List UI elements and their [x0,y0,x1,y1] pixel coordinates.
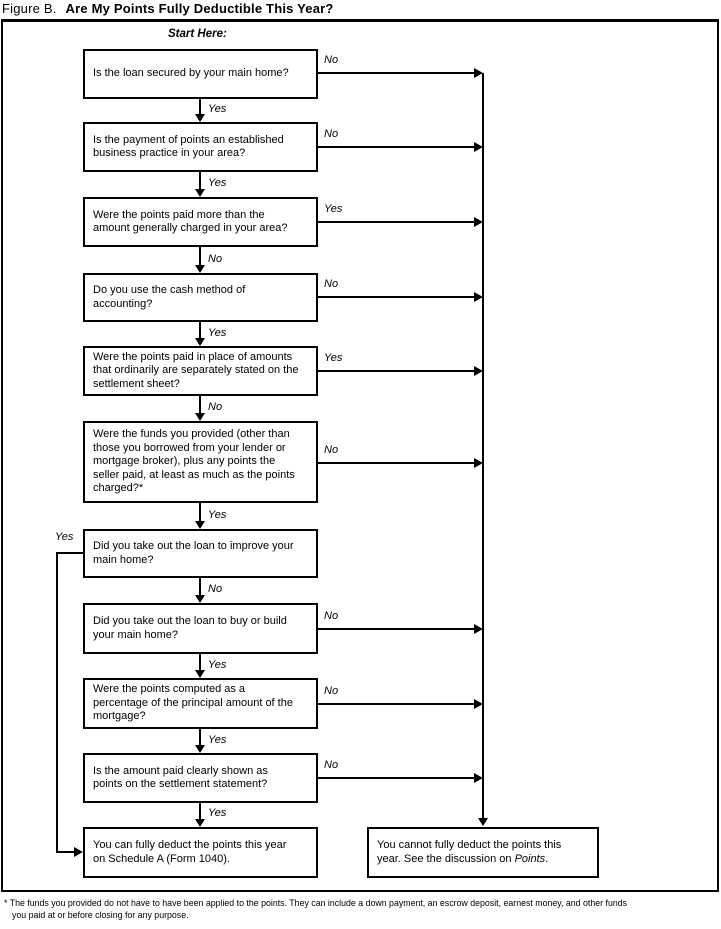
start-here-label: Start Here: [168,28,227,40]
figure-title: Figure B. Are My Points Fully Deductible … [2,1,719,16]
q3-points-more-than-charged-box: Were the points paid more than the amoun… [83,197,318,247]
footnote: * The funds you provided do not have to … [4,897,718,921]
right-label-no-6: No [324,444,339,456]
q10-clearly-shown-box: Is the amount paid clearly shown as poin… [83,753,318,803]
result-deductible-text: You can fully deduct the points this yea… [93,839,287,865]
right-label-no-2: No [324,128,339,140]
right-label-no-1: No [324,54,339,66]
q1-loan-secured-box: Is the loan secured by your main home? [83,49,318,99]
q6-funds-provided-box: Were the funds you provided (other than … [83,421,318,503]
result-deductible-box: You can fully deduct the points this yea… [83,827,318,878]
right-label-no-10: No [324,759,339,771]
right-label-no-9: No [324,685,339,697]
right-label-yes-5: Yes [324,352,343,364]
q2-text: Is the payment of points an established … [93,133,284,159]
branch-label-no-3: No [208,253,223,265]
q7-improve-home-box: Did you take out the loan to improve you… [83,529,318,578]
q2-established-practice-box: Is the payment of points an established … [83,122,318,172]
footnote-line2: you paid at or before closing for any pu… [12,910,189,920]
q9-text: Were the points computed as a percentage… [93,683,293,723]
q10-text: Is the amount paid clearly shown as poin… [93,764,268,790]
figure-title-text: Are My Points Fully Deductible This Year… [65,1,334,16]
points-italic-ref: Points [514,852,546,865]
q3-text: Were the points paid more than the amoun… [93,208,288,234]
result-not-deductible-box: You cannot fully deduct the points this … [367,827,599,878]
branch-label-yes-10: Yes [208,807,227,819]
branch-label-yes-1: Yes [208,103,227,115]
q7-text: Did you take out the loan to improve you… [93,540,294,566]
right-label-no-4: No [324,278,339,290]
q5-text: Were the points paid in place of amounts… [93,350,299,390]
right-label-yes-3: Yes [324,203,343,215]
q8-buy-or-build-box: Did you take out the loan to buy or buil… [83,603,318,654]
q4-text: Do you use the cash method of accounting… [93,284,246,310]
figure-label: Figure B. [2,1,57,16]
q5-in-place-of-amounts-box: Were the points paid in place of amounts… [83,346,318,396]
result-not-deductible-text: You cannot fully deduct the points this … [377,839,562,865]
branch-label-yes-9: Yes [208,734,227,746]
left-label-yes-7: Yes [55,531,74,543]
q6-text: Were the funds you provided (other than … [93,428,295,495]
q1-text: Is the loan secured by your main home? [93,67,289,80]
q9-percentage-of-principal-box: Were the points computed as a percentage… [83,678,318,729]
footnote-line1: * The funds you provided do not have to … [4,898,628,908]
branch-label-no-7: No [208,583,223,595]
branch-label-yes-8: Yes [208,659,227,671]
branch-label-no-5: No [208,401,223,413]
branch-label-yes-4: Yes [208,327,227,339]
branch-label-yes-2: Yes [208,177,227,189]
branch-label-yes-6: Yes [208,509,227,521]
q4-cash-method-box: Do you use the cash method of accounting… [83,273,318,322]
right-label-no-8: No [324,610,339,622]
q8-text: Did you take out the loan to buy or buil… [93,615,287,641]
